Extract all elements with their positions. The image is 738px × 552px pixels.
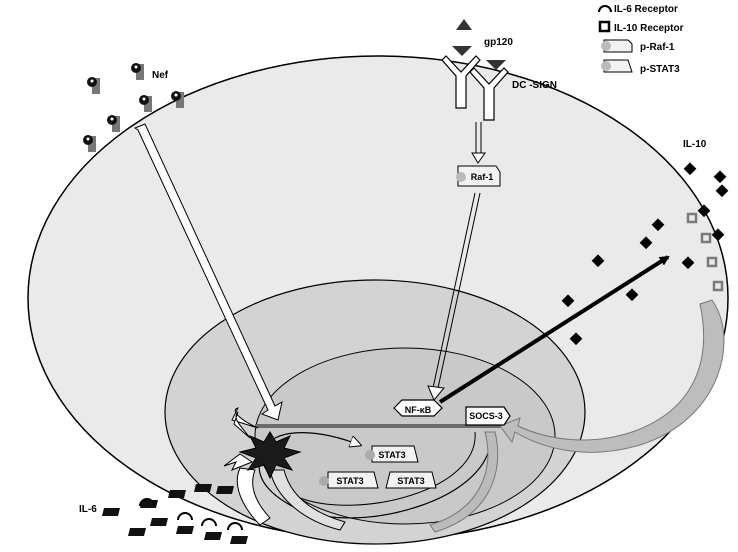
gp120-down-2 (486, 60, 506, 70)
legend-il6-receptor-icon (598, 5, 612, 13)
il10-label: IL-10 (683, 139, 707, 150)
dcsign-to-raf1-arrow (471, 122, 486, 164)
legend-p-stat3: p-STAT3 (640, 64, 680, 75)
stat3-label-c: STAT3 (397, 476, 424, 486)
burst-arrow-left (223, 453, 254, 471)
stat3-label-b: STAT3 (336, 476, 363, 486)
dc-sign-receptors (441, 19, 509, 121)
legend-p-raf1-icon (601, 39, 633, 53)
legend-il6-receptor: IL-6 Receptor (614, 4, 678, 15)
curved-arrow-left (231, 407, 259, 429)
gp120-down-1 (452, 46, 472, 56)
gp120-top (456, 19, 472, 30)
il10-feedback-arrow (499, 299, 725, 453)
il10-receptors (686, 212, 724, 292)
stat3-curve-gray (429, 431, 499, 533)
nef-label: Nef (152, 70, 169, 81)
legend-il10-receptor: IL-10 Receptor (614, 23, 684, 34)
gp120-label: gp120 (484, 37, 513, 48)
stat3-box-c: STAT3 (385, 471, 437, 489)
socs3-label: SOCS-3 (469, 411, 503, 421)
burst-arrow-up (233, 411, 251, 439)
stat3-curve-white-2 (269, 469, 346, 531)
activation-starburst (238, 431, 302, 480)
stat3-box-b: STAT3 (319, 471, 379, 489)
nfkb-to-il10-arrow (438, 255, 670, 404)
raf1-node: Raf-1 (456, 165, 501, 187)
stat3-label-a: STAT3 (378, 450, 405, 460)
nfkb-label: NF-κB (405, 405, 432, 415)
nfkb-node: NF-κB (393, 399, 443, 417)
socs3-node: SOCS-3 (465, 406, 511, 426)
stat3-loop-arrow-2 (299, 431, 476, 506)
raf1-label: Raf-1 (471, 172, 494, 182)
stat3-box-a: STAT3 (365, 445, 419, 463)
stat3-curve-white (236, 467, 271, 526)
nef-molecules (83, 63, 184, 152)
il6-receptors (139, 498, 243, 531)
nef-signal-arrow (133, 123, 283, 421)
legend-p-raf1: p-Raf-1 (640, 42, 675, 53)
legend-il10-receptor-icon (598, 20, 611, 33)
il6-label: IL-6 (79, 504, 97, 515)
legend-p-stat3-icon (601, 59, 633, 73)
stat3-loop-arrow-1 (258, 431, 491, 519)
il6-molecules (102, 484, 248, 544)
legend: IL-6 Receptor IL-10 Receptor p-Raf-1 p-S… (598, 4, 684, 75)
dc-sign-label: DC -SIGN (512, 80, 557, 91)
raf1-to-nfkb-arrow (427, 192, 481, 401)
